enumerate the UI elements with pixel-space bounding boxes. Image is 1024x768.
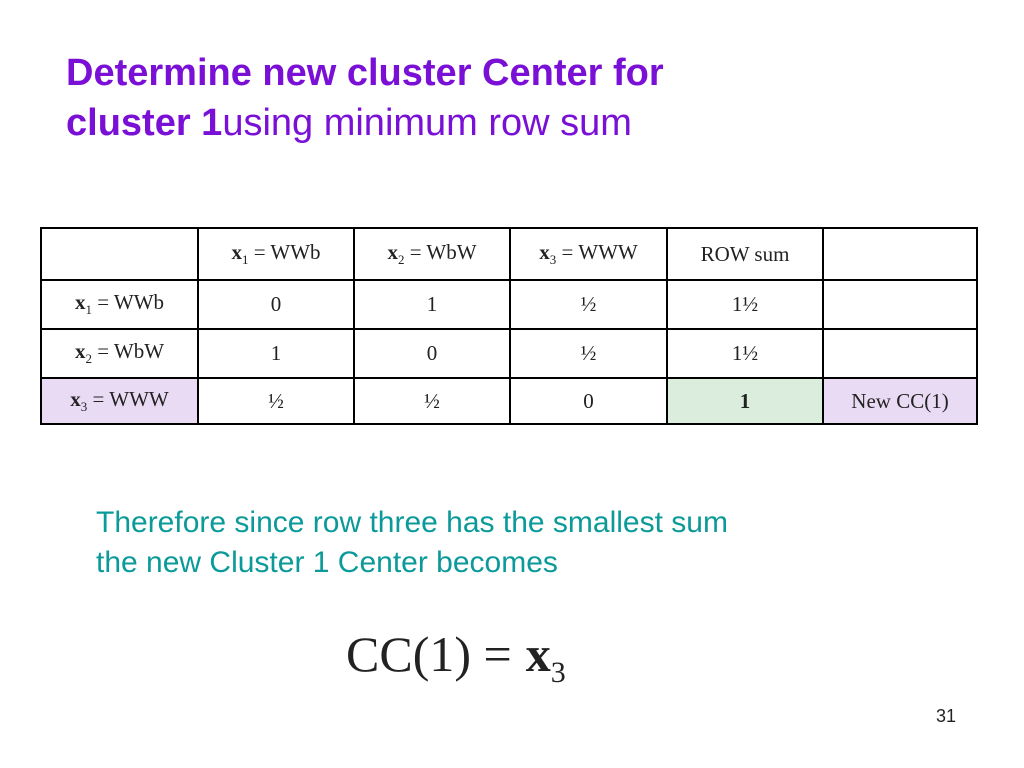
table-cell: ½ [509, 279, 668, 330]
min-row-sum-cell: 1 [666, 377, 824, 425]
conclusion-text: Therefore since row three has the smalle… [96, 503, 976, 583]
header-row-sum: ROW sum [666, 227, 824, 281]
header-col-x1: x1 = WWb [197, 227, 355, 281]
result-formula: CC(1) =x3 [346, 625, 566, 690]
header-col-x3: x3 = WWW [509, 227, 668, 281]
table-cell: ½ [197, 377, 355, 425]
table-cell: 0 [197, 279, 355, 330]
conclusion-line-1: Therefore since row three has the smalle… [96, 506, 728, 539]
header-empty-cell [822, 227, 978, 281]
row-sum-cell: 1½ [666, 279, 824, 330]
note-cell [822, 279, 978, 330]
table-cell: 1 [353, 279, 511, 330]
table-cell: ½ [353, 377, 511, 425]
row-label: x3 = WWW [40, 377, 199, 425]
new-center-note-cell: New CC(1) [822, 377, 978, 425]
title-line-1: Determine new cluster Center for [66, 52, 664, 94]
formula-subscript: 3 [550, 656, 566, 689]
formula-lhs: CC(1) = [346, 626, 512, 682]
table-row: x2 = WbW 1 0 ½ 1½ [40, 328, 978, 379]
header-empty-cell [40, 227, 199, 281]
conclusion-line-2: the new Cluster 1 Center becomes [96, 546, 558, 579]
table-cell: 1 [197, 328, 355, 379]
table-header-row: x1 = WWb x2 = WbW x3 = WWW ROW sum [40, 227, 978, 281]
table-cell: ½ [509, 328, 668, 379]
formula-variable: x [525, 626, 551, 682]
row-sum-cell: 1½ [666, 328, 824, 379]
table-cell: 0 [353, 328, 511, 379]
note-cell [822, 328, 978, 379]
distance-table: x1 = WWb x2 = WbW x3 = WWW ROW sum x1 = … [40, 227, 978, 425]
slide-title: Determine new cluster Center for cluster… [66, 48, 966, 148]
table-row-highlighted: x3 = WWW ½ ½ 0 1 New CC(1) [40, 377, 978, 425]
title-line-2-normal: using minimum row sum [222, 102, 632, 144]
page-number: 31 [936, 706, 957, 726]
title-line-2-bold: cluster 1 [66, 102, 223, 144]
row-label: x2 = WbW [40, 328, 199, 379]
header-col-x2: x2 = WbW [353, 227, 511, 281]
table-cell: 0 [509, 377, 668, 425]
table-row: x1 = WWb 0 1 ½ 1½ [40, 279, 978, 330]
row-label: x1 = WWb [40, 279, 199, 330]
